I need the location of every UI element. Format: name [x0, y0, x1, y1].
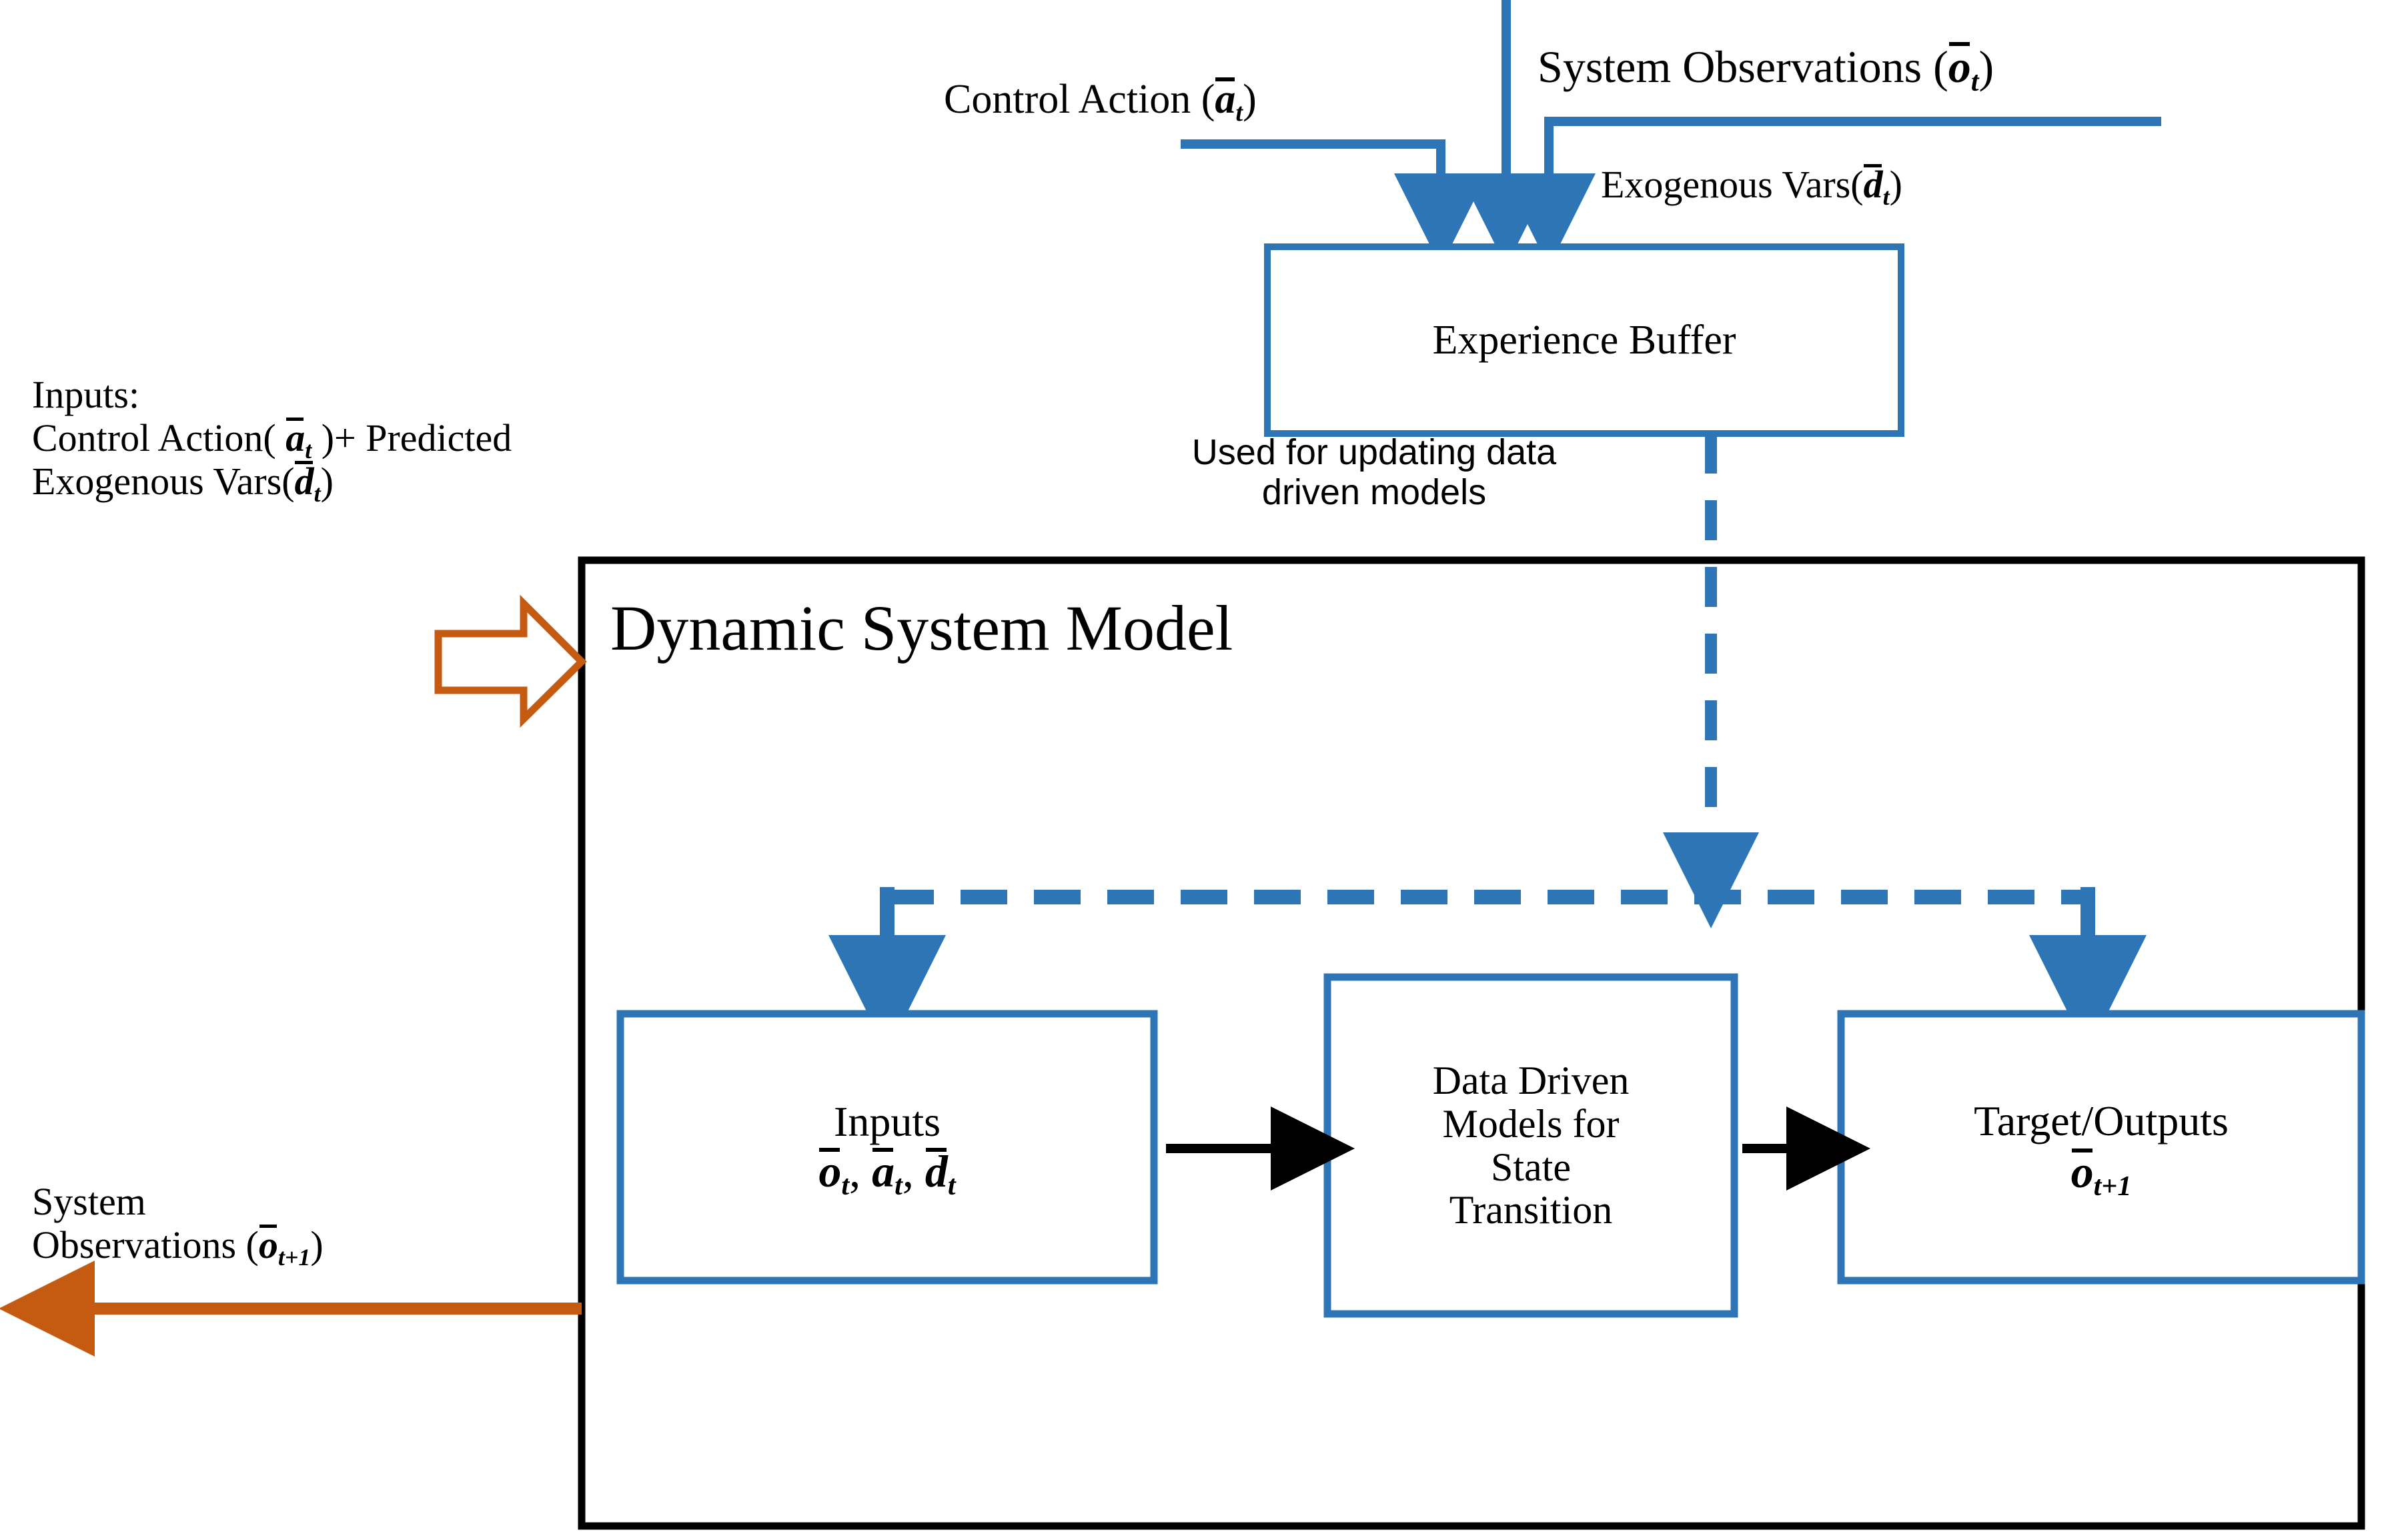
target-outputs-label: Target/Outputs ot+1	[1841, 1014, 2361, 1281]
exogenous-vars-symbol: d	[1863, 163, 1883, 206]
left-output-note: System Observations (ot+1)	[32, 1180, 324, 1271]
target-outputs-title: Target/Outputs	[1974, 1096, 2229, 1144]
control-action-symbol: a	[1215, 77, 1236, 122]
left-inputs-note-line1: Inputs:	[32, 373, 140, 416]
page-title: Dynamic System Model	[610, 592, 1233, 664]
buffer-note-line1: Used for updating data	[1191, 432, 1557, 472]
exogenous-vars-label: Exogenous Vars(dt)	[1601, 163, 1902, 210]
exogenous-vars-symbol-left: d	[294, 459, 314, 503]
ddm-line2: Models for	[1442, 1101, 1620, 1146]
target-outputs-formula: ot+1	[2070, 1146, 2132, 1203]
buffer-note: Used for updating data driven models	[1054, 432, 1694, 513]
left-inputs-note: Inputs: Control Action( at )+ Predicted …	[32, 373, 512, 507]
left-output-note-line1: System	[32, 1180, 146, 1223]
ddm-line1: Data Driven	[1432, 1058, 1630, 1102]
inputs-box-title: Inputs	[834, 1097, 941, 1145]
system-observations-symbol: o	[1948, 41, 1971, 92]
inputs-box-label: Inputs ot, at, dt	[620, 1014, 1154, 1281]
inputs-box-formula: ot, at, dt	[818, 1145, 956, 1202]
control-action-label: Control Action (at)	[944, 77, 1257, 127]
ddm-line3: State	[1491, 1144, 1571, 1189]
control-action-connector	[1181, 139, 1487, 267]
data-driven-models-label: Data Driven Models for State Transition	[1327, 977, 1734, 1314]
left-inputs-note-line2: Control Action( at )+ Predicted	[32, 416, 512, 464]
experience-buffer-label: Experience Buffer	[1432, 317, 1736, 363]
inputs-block-arrow	[434, 594, 587, 728]
left-output-note-line2: Observations (ot+1)	[32, 1223, 324, 1271]
system-observations-label: System Observations (ot)	[1538, 41, 1994, 97]
left-inputs-note-line3: Exogenous Vars(dt)	[32, 459, 334, 507]
ddm-line4: Transition	[1449, 1188, 1613, 1233]
observation-symbol-out: o	[258, 1223, 278, 1267]
control-action-symbol-left: a	[285, 416, 306, 460]
buffer-note-line2: driven models	[1261, 472, 1487, 513]
